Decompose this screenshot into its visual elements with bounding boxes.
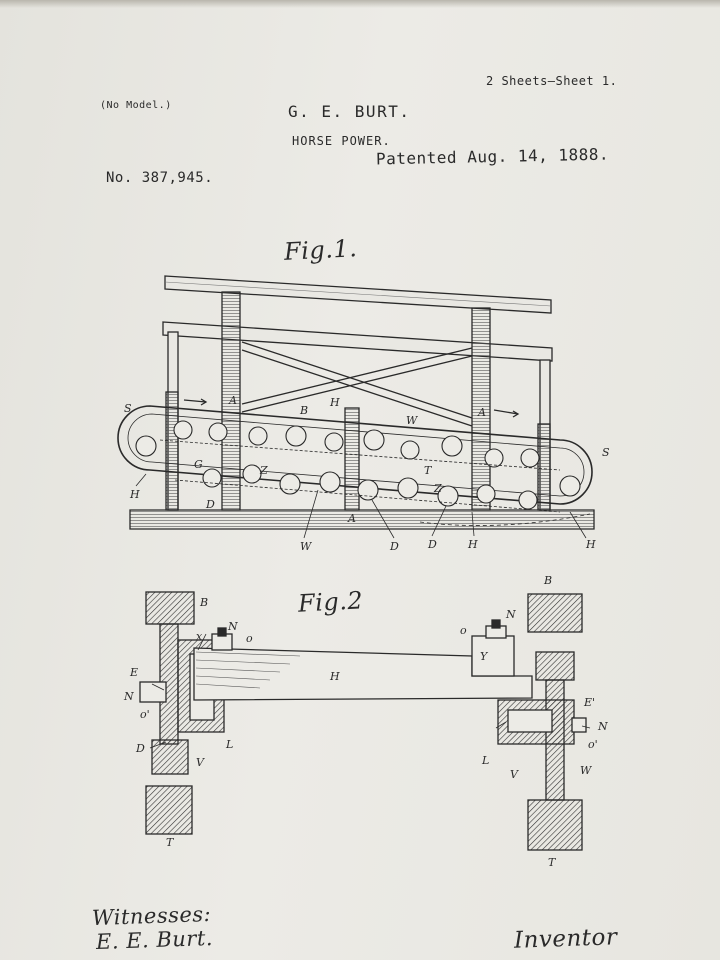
inventor-name: G. E. BURT. [288, 102, 411, 121]
svg-text:o: o [460, 624, 467, 637]
svg-text:B: B [199, 596, 208, 609]
svg-text:D: D [205, 498, 215, 511]
svg-text:H: H [467, 538, 478, 551]
svg-text:G: G [194, 458, 203, 471]
fig1-reference-letters: A A A B H W S S H G D Z T W D D H H Z [124, 394, 610, 553]
svg-text:A: A [228, 394, 237, 407]
svg-text:H: H [329, 396, 340, 409]
svg-text:L: L [225, 738, 233, 751]
svg-text:T: T [166, 836, 175, 849]
svg-text:H: H [129, 488, 140, 501]
fig1-drawing [117, 275, 595, 539]
svg-text:H: H [585, 538, 596, 551]
sheets-label: 2 Sheets—Sheet 1. [486, 74, 618, 88]
svg-text:T: T [548, 856, 557, 869]
inventor-label: Inventor [513, 924, 618, 954]
svg-text:o': o' [140, 708, 150, 721]
svg-text:V: V [510, 768, 519, 781]
svg-text:N: N [227, 620, 238, 633]
svg-text:N: N [597, 720, 608, 733]
svg-text:D: D [427, 538, 437, 551]
svg-text:E: E [129, 666, 138, 679]
svg-text:W: W [580, 764, 593, 777]
patent-title: HORSE POWER. [292, 134, 391, 148]
patent-number: No. 387,945. [106, 170, 214, 186]
svg-text:T: T [424, 464, 433, 477]
svg-text:A: A [477, 406, 486, 419]
fig2-drawing [139, 591, 591, 851]
fig2-reference-letters: B B N N o o x H Y E E' N N o' o' D L L V… [123, 574, 608, 869]
svg-text:S: S [602, 446, 610, 459]
svg-text:N: N [505, 608, 516, 621]
svg-text:Y: Y [480, 650, 489, 663]
svg-text:Z: Z [259, 464, 268, 477]
svg-text:B: B [543, 574, 552, 587]
svg-text:S: S [124, 402, 132, 415]
svg-text:W: W [300, 540, 313, 553]
page-edge-shadow [0, 0, 720, 8]
svg-text:A: A [347, 512, 356, 525]
svg-text:N: N [123, 690, 134, 703]
svg-text:o: o [246, 632, 253, 645]
svg-text:D: D [389, 540, 399, 553]
svg-text:B: B [299, 404, 308, 417]
no-model-label: (No Model.) [100, 100, 172, 111]
svg-text:Z: Z [433, 482, 442, 495]
svg-text:E': E' [583, 696, 595, 709]
svg-text:o': o' [588, 738, 598, 751]
svg-text:D: D [135, 742, 145, 755]
svg-text:H: H [329, 670, 340, 683]
witness-signature: E. E. Burt. [95, 925, 214, 955]
svg-text:V: V [196, 756, 205, 769]
svg-text:x: x [196, 630, 203, 643]
svg-text:L: L [481, 754, 489, 767]
svg-text:W: W [406, 414, 419, 427]
